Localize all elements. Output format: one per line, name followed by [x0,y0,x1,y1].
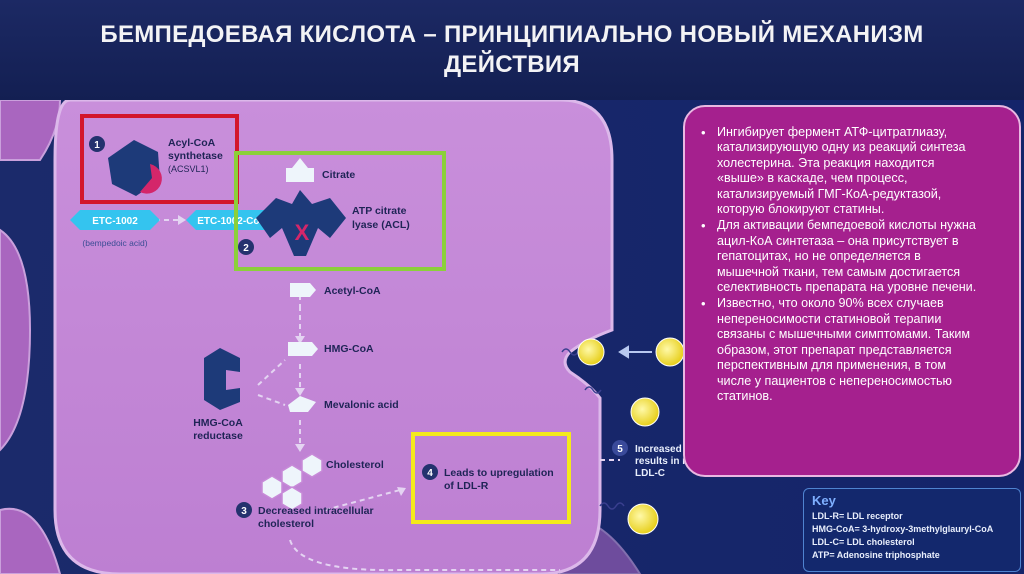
key-item: LDL-C= LDL cholesterol [812,537,915,547]
step3-number: 3 [241,506,247,517]
step1-label-1: Acyl-CoA [168,137,216,149]
pathway-arrows [155,219,620,572]
step4-label-2: of LDL-R [444,480,489,492]
key-item: LDL-R= LDL receptor [812,511,903,521]
step1-badge [89,136,105,152]
ldl-particle [577,338,605,366]
cholesterol-molecule [261,453,323,511]
bullet-line: непереносимости статиновой терапии [717,311,942,326]
hmg-coa-label: HMG-CoA [324,343,374,355]
ldl-particle [627,503,659,535]
step1-label-3: (ACSVL1) [168,164,209,174]
acyl-coa-synthetase-shape [108,140,160,196]
explanation-list: Ингибирует фермент АТФ-цитратлиазу, ката… [693,125,1011,404]
hmgr-label-2: reductase [193,430,243,442]
citrate-molecule-shape [286,158,314,182]
bullet-item: Известно, что около 90% всех случаев неп… [693,296,1011,404]
highlight-box-green [234,151,446,271]
etc1002-label: ETC-1002 [92,216,138,227]
citrate-label: Citrate [322,169,355,181]
block-mark: X [295,220,310,245]
hmg-coa-shape [288,342,318,356]
bullet-line: «выше» в каскаде, чем процесс, [717,171,908,186]
step1-label-2: synthetase [168,150,223,162]
step5-label-3: LDL-C [635,468,665,479]
hmgcoa-reductase-shape [204,348,240,410]
bullet-line: катализируемый ГМГ-КоА-редуктазой, [717,186,942,201]
etc1002-coa-label: ETC-1002-CoA [197,216,266,227]
bullet-line: холестерина. Эта реакция находится [717,155,935,170]
step5-number: 5 [617,444,623,455]
bullet-line: которую блокируют статины. [717,202,885,217]
bullet-line: перспективным для применения, в том [717,358,947,373]
mevalonic-acid-shape [288,396,316,412]
bullet-line: числе у пациентов с непереносимостью [717,373,953,388]
acl-enzyme-shape [256,190,346,256]
key-item: ATP= Adenosine triphosphate [812,550,940,560]
ldl-inflow-arrow [618,345,652,359]
step2-badge [238,239,254,255]
key-legend: Key LDL-R= LDL receptor HMG-CoA= 3-hydro… [803,488,1021,572]
bullet-line: образом, этот препарат представляется [717,342,952,357]
mevalonic-acid-label: Mevalonic acid [324,399,399,411]
step3-label-1: Decreased intracellular [258,505,374,517]
step4-badge [422,464,438,480]
bullet-line: селективность препарата на уровне печени… [717,280,977,295]
step5-label-1: Increased [635,444,682,455]
bullet-line: ацил-КоА синтетаза – она присутствует в [717,233,959,248]
accent-pacman [140,164,162,194]
bullet-line: Известно, что около 90% всех случаев [717,296,944,311]
acl-label-2: lyase (ACL) [352,219,410,231]
cholesterol-label: Cholesterol [326,459,384,471]
acetyl-coa-shape [290,283,316,297]
key-title: Key [812,493,836,508]
highlight-box-yellow [411,432,571,524]
bullet-item: Ингибирует фермент АТФ-цитратлиазу, ката… [693,125,1011,217]
etc1002-coa-pill [186,210,272,230]
explanation-box: Ингибирует фермент АТФ-цитратлиазу, ката… [683,105,1021,477]
bullet-line: мышечной ткани, тем самым достигается [717,264,961,279]
acl-label-1: ATP citrate [352,205,407,217]
bullet-item: Для активации бемпедоевой кислоты нужна … [693,218,1011,295]
step4-label-1: Leads to upregulation [444,467,554,479]
step4-number: 4 [427,468,433,479]
hmgr-label-1: HMG-CoA [193,417,243,429]
step5-label-2: results in re [635,456,692,467]
bempedoic-acid-label: (bempedoic acid) [82,238,147,248]
bullet-line: статинов. [717,388,773,403]
etc1002-pill [70,210,160,230]
title-band: БЕМПЕДОЕВАЯ КИСЛОТА – ПРИНЦИПИАЛЬНО НОВЫ… [0,0,1024,100]
bullet-line: связаны с мышечными симптомами. Таким [717,327,971,342]
bullet-line: катализирующую одну из реакций синтеза [717,140,966,155]
slide-title: БЕМПЕДОЕВАЯ КИСЛОТА – ПРИНЦИПИАЛЬНО НОВЫ… [100,21,924,78]
step2-number: 2 [243,243,249,254]
step1-number: 1 [94,140,100,151]
bullet-line: гепатоцитах, но не определяется в [717,249,921,264]
ldl-particle [655,337,685,367]
bullet-line: Ингибирует фермент АТФ-цитратлиазу, [717,125,948,139]
ldl-particle [630,397,660,427]
key-item: HMG-CoA= 3-hydroxy-3methylglauryl-CoA [812,524,994,534]
bullet-line: Для активации бемпедоевой кислоты нужна [717,218,976,233]
acetyl-coa-label: Acetyl-CoA [324,285,381,297]
step3-label-2: cholesterol [258,518,314,530]
arrow-heads [178,215,406,496]
step3-badge [236,502,252,518]
step5-badge [612,440,628,456]
